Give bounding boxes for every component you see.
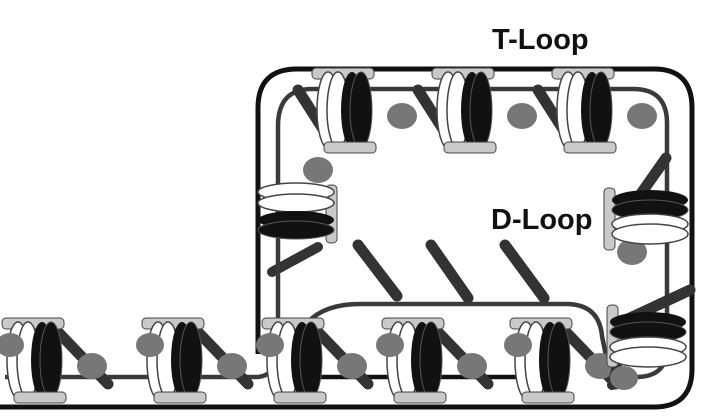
dark-ring — [257, 220, 335, 240]
protein-arms-layer — [267, 239, 550, 304]
dark-ring — [547, 321, 571, 399]
protein-globule — [504, 333, 532, 357]
dark-ring — [299, 321, 323, 399]
protein-globule — [507, 103, 537, 129]
right-side-protein-complex-upper — [603, 152, 689, 265]
left-side-protein-complex — [257, 157, 338, 244]
d-loop-protein-arm — [499, 239, 550, 304]
dark-ring — [419, 321, 443, 399]
t-loop-label: T-Loop — [492, 24, 589, 56]
protein-clamp — [563, 141, 617, 154]
t-loop-top-protein-complex — [412, 67, 537, 154]
protein-clamp — [521, 391, 575, 404]
protein-globule — [617, 239, 647, 265]
protein-arm — [634, 152, 672, 201]
dark-ring — [39, 321, 63, 399]
protein-globule — [256, 333, 284, 357]
dark-ring — [349, 71, 373, 149]
white-ring — [257, 193, 335, 213]
protein-clamp — [393, 391, 447, 404]
protein-clamp — [273, 391, 327, 404]
baseline-protein-complex — [261, 317, 374, 404]
protein-globule — [627, 103, 657, 129]
right-side-protein-complex-lower — [606, 284, 696, 390]
protein-clamp — [443, 141, 497, 154]
baseline-protein-complex — [141, 317, 254, 404]
protein-globule — [610, 366, 638, 390]
protein-globule — [387, 103, 417, 129]
baseline-protein-complex — [1, 317, 114, 404]
d-loop-protein-arm — [425, 239, 474, 304]
outer-dna-strand — [0, 66, 695, 410]
dark-ring — [589, 71, 613, 149]
protein-globule — [457, 353, 487, 379]
protein-globule — [217, 353, 247, 379]
white-ring — [609, 346, 687, 368]
white-ring — [611, 223, 689, 245]
protein-clamp — [323, 141, 377, 154]
protein-globule — [77, 353, 107, 379]
protein-globule — [303, 157, 333, 183]
baseline-protein-complex — [381, 317, 494, 404]
dark-ring — [469, 71, 493, 149]
protein-complexes-layer — [0, 67, 696, 404]
protein-globule — [337, 353, 367, 379]
d-loop-protein-arm — [352, 239, 403, 302]
protein-clamp — [603, 187, 616, 251]
protein-globule — [0, 333, 24, 357]
protein-clamp — [13, 391, 67, 404]
protein-globule — [376, 333, 404, 357]
t-loop-top-protein-complex — [292, 67, 417, 154]
dark-ring — [179, 321, 203, 399]
t-loop-top-protein-complex — [532, 67, 657, 154]
protein-globule — [136, 333, 164, 357]
d-loop-label: D-Loop — [491, 204, 593, 236]
protein-clamp — [153, 391, 207, 404]
